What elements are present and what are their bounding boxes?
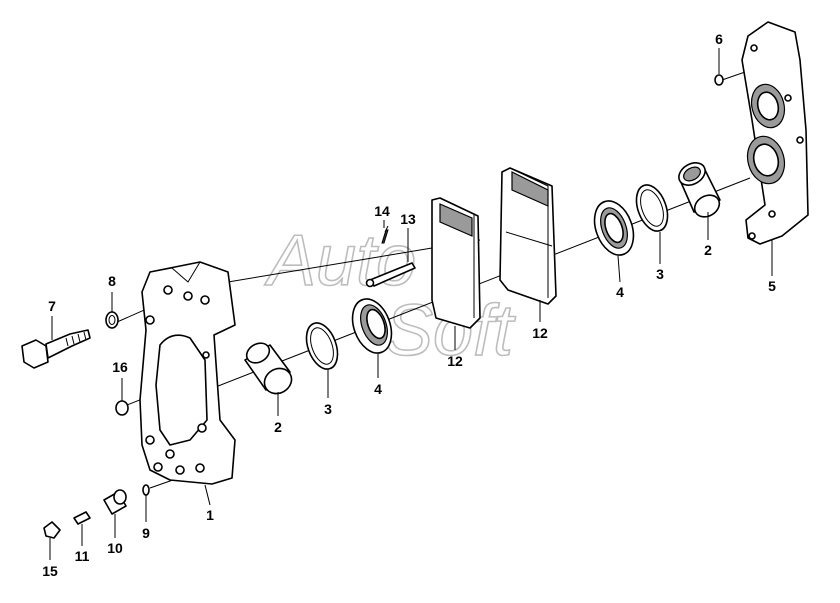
callout-2-left: 2 [274, 419, 282, 435]
callout-10: 10 [107, 540, 123, 556]
washer-8 [105, 311, 119, 329]
bleed-screw-11 [73, 511, 91, 525]
brake-pad-back [499, 167, 557, 305]
brake-pad-front [431, 197, 481, 329]
piston-right [678, 162, 721, 218]
watermark-word-1: Auto [264, 221, 416, 301]
o-ring-top [714, 74, 724, 86]
washer-9 [142, 484, 150, 496]
caliper-half-left [139, 261, 236, 485]
piston-left [244, 342, 293, 395]
caliper-half-right [741, 21, 809, 245]
callout-5: 5 [768, 278, 776, 294]
washer-16 [115, 400, 129, 416]
callout-3-left: 3 [324, 401, 332, 417]
callout-1: 1 [206, 507, 214, 523]
retaining-pin [365, 262, 416, 288]
callout-3-right: 3 [656, 266, 664, 282]
seal-ring-right [635, 184, 669, 232]
callout-9: 9 [142, 525, 150, 541]
callout-labels: 1 2 2 3 3 4 4 5 6 7 8 9 10 11 12 12 13 1… [42, 31, 776, 579]
callout-6: 6 [715, 31, 723, 47]
callout-11: 11 [75, 548, 90, 564]
callout-14: 14 [374, 203, 390, 219]
dust-cap-15 [43, 521, 61, 539]
callout-12-back: 12 [532, 325, 548, 341]
callout-4-right: 4 [616, 284, 624, 300]
adapter-10 [103, 489, 127, 515]
dust-boot-left [351, 298, 393, 354]
callout-leaders [49, 48, 773, 560]
bolt [21, 329, 91, 369]
seal-ring-left [305, 322, 339, 370]
callout-7: 7 [48, 298, 56, 314]
callout-15: 15 [42, 563, 58, 579]
callout-12-front: 12 [447, 353, 463, 369]
callout-4-left: 4 [374, 381, 382, 397]
callout-16: 16 [112, 359, 128, 375]
dust-boot-right [593, 200, 635, 256]
callout-8: 8 [108, 273, 116, 289]
callout-2-right: 2 [704, 242, 712, 258]
spring-clip [381, 225, 389, 244]
callout-13: 13 [400, 211, 416, 227]
